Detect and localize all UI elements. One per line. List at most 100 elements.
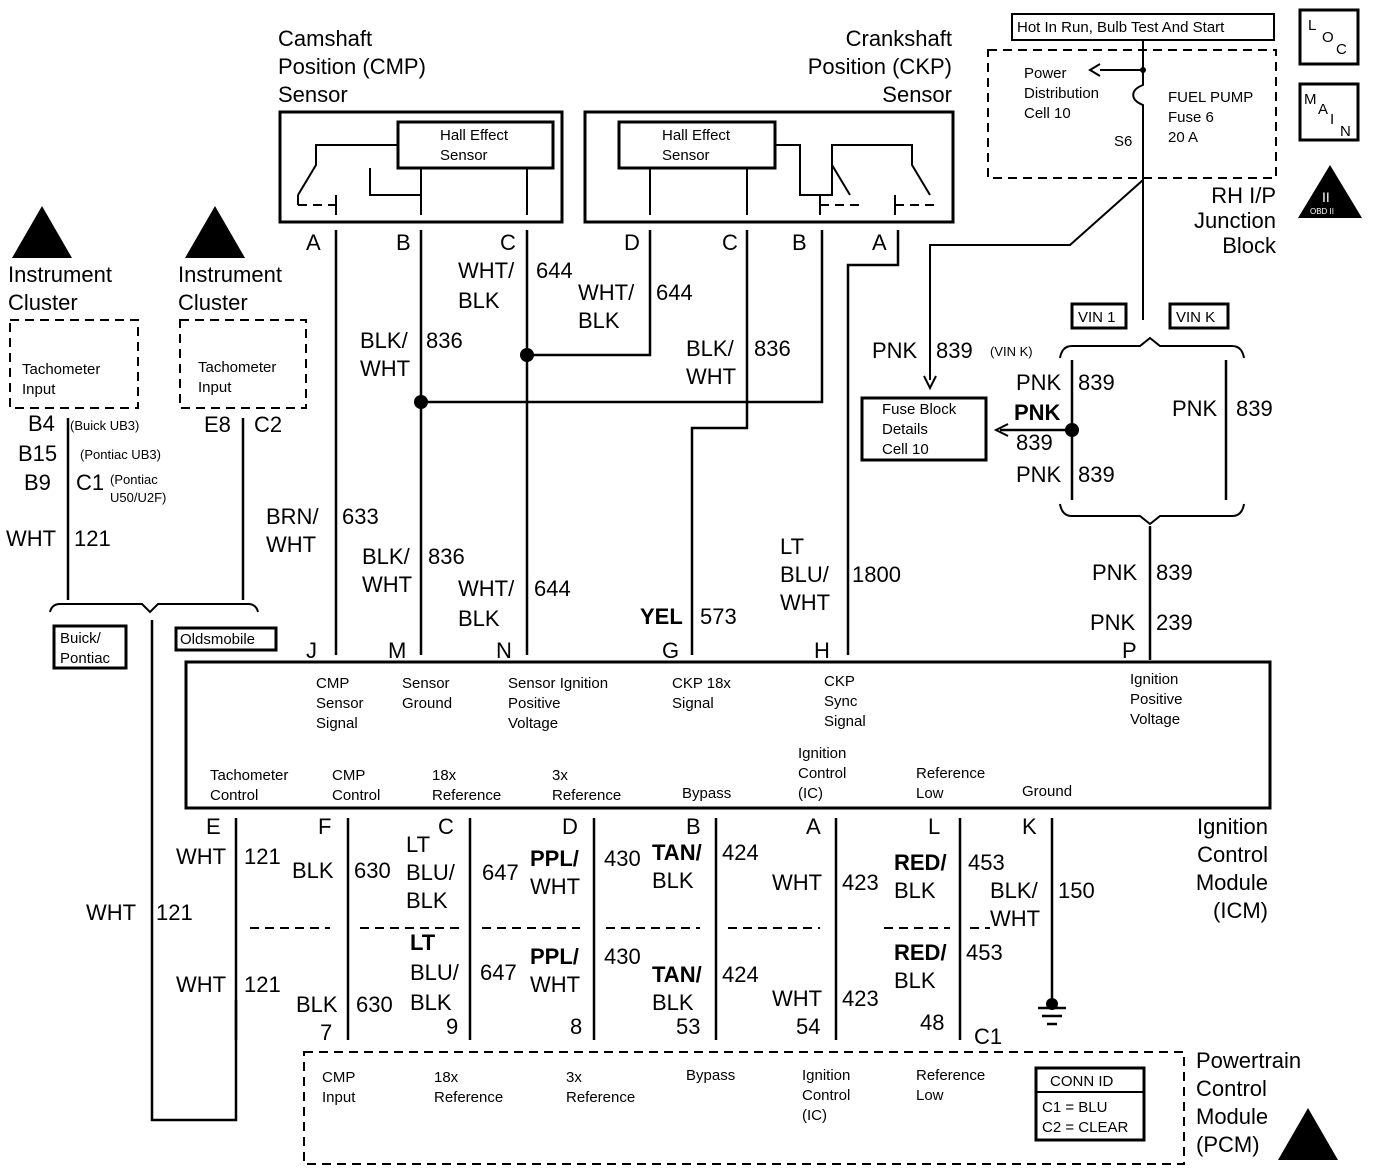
svg-text:I: I — [1330, 111, 1334, 128]
ckp-hall-1: Hall Effect — [662, 127, 731, 144]
svg-text:E: E — [206, 814, 221, 839]
svg-text:LT: LT — [406, 832, 430, 857]
svg-text:WHT/: WHT/ — [578, 280, 635, 305]
cmp-pin-a: A — [306, 230, 321, 255]
svg-text:Reference: Reference — [916, 765, 985, 782]
svg-text:Positive: Positive — [1130, 691, 1183, 708]
cmp-pin-b: B — [396, 230, 411, 255]
svg-text:Module: Module — [1196, 1104, 1268, 1129]
icm-pin-n: N — [496, 638, 512, 663]
svg-text:18x: 18x — [432, 767, 457, 784]
fuse-name: FUEL PUMP — [1168, 89, 1253, 106]
pcm-wires — [234, 818, 1066, 1040]
cmp-sensor-box — [278, 110, 564, 224]
svg-text:WHT: WHT — [266, 532, 316, 557]
cmp-switch — [297, 144, 398, 196]
pcm-wire-labels: WHT 121 WHT 121 WHT 121 BLK 630 BLK 630 … — [86, 832, 1095, 1017]
svg-text:839: 839 — [1016, 430, 1053, 455]
fuse-number: Fuse 6 — [1168, 109, 1214, 126]
svg-text:A: A — [806, 814, 821, 839]
svg-text:CMP: CMP — [316, 675, 349, 692]
svg-text:WHT: WHT — [990, 906, 1040, 931]
svg-text:Low: Low — [916, 785, 944, 802]
svg-text:239: 239 — [1156, 610, 1193, 635]
svg-text:Ignition: Ignition — [798, 745, 846, 762]
svg-text:Positive: Positive — [508, 695, 561, 712]
svg-text:RED/: RED/ — [894, 940, 947, 965]
svg-text:E8: E8 — [204, 412, 231, 437]
svg-text:53: 53 — [676, 1014, 700, 1039]
svg-text:839: 839 — [1078, 462, 1115, 487]
svg-text:BLK/: BLK/ — [686, 336, 735, 361]
ckp-title-2: Position (CKP) — [808, 54, 952, 79]
buick-pontiac-box: Buick/ Pontiac — [52, 624, 128, 670]
svg-text:CONN ID: CONN ID — [1050, 1073, 1114, 1090]
svg-text:Pontiac: Pontiac — [60, 650, 111, 667]
vin-boxes: VIN 1 VIN K — [1070, 302, 1230, 330]
svg-text:PPL/: PPL/ — [530, 846, 579, 871]
svg-text:Oldsmobile: Oldsmobile — [180, 631, 255, 648]
svg-text:430: 430 — [604, 846, 641, 871]
svg-text:WHT: WHT — [362, 572, 412, 597]
svg-text:B9: B9 — [24, 470, 51, 495]
svg-text:Low: Low — [916, 1087, 944, 1104]
oldsmobile-box: Oldsmobile — [174, 626, 278, 652]
svg-text:121: 121 — [244, 844, 281, 869]
svg-text:836: 836 — [428, 544, 465, 569]
svg-text:CKP 18x: CKP 18x — [672, 675, 731, 692]
icm-name: Ignition Control Module (ICM) — [1196, 814, 1268, 923]
svg-text:D: D — [562, 814, 578, 839]
svg-text:Voltage: Voltage — [508, 715, 558, 732]
pcm-module: CMP Input 18x Reference 3x Reference Byp… — [303, 1051, 1185, 1165]
svg-text:Control: Control — [210, 787, 258, 804]
svg-text:LT: LT — [780, 534, 804, 559]
sensor-wire-labels: WHT/ 644 BLK WHT/ 644 BLK BLK/ 836 WHT B… — [266, 258, 901, 631]
fuse-rating: 20 A — [1168, 129, 1198, 146]
svg-text:Signal: Signal — [672, 695, 714, 712]
svg-text:Tachometer: Tachometer — [22, 361, 100, 378]
svg-text:644: 644 — [534, 576, 571, 601]
option-brace — [49, 603, 259, 614]
svg-text:Instrument: Instrument — [178, 262, 282, 287]
svg-text:Instrument: Instrument — [8, 262, 112, 287]
svg-text:633: 633 — [342, 504, 379, 529]
svg-text:Details: Details — [882, 421, 928, 438]
junction-label-3: Block — [1222, 233, 1277, 258]
ckp-pin-c: C — [722, 230, 738, 255]
svg-text:Bypass: Bypass — [682, 785, 731, 802]
svg-text:TAN/: TAN/ — [652, 962, 702, 987]
power-dist-2: Distribution — [1024, 85, 1099, 102]
svg-text:423: 423 — [842, 986, 879, 1011]
svg-text:(ICM): (ICM) — [1213, 898, 1268, 923]
svg-text:(Buick UB3): (Buick UB3) — [70, 418, 139, 433]
svg-text:Control: Control — [332, 787, 380, 804]
svg-text:CKP: CKP — [824, 673, 855, 690]
svg-text:BLK: BLK — [458, 288, 500, 313]
svg-text:121: 121 — [244, 972, 281, 997]
svg-text:BLU/: BLU/ — [406, 860, 456, 885]
svg-text:Reference: Reference — [916, 1067, 985, 1084]
ckp-pin-b: B — [792, 230, 807, 255]
svg-text:B15: B15 — [18, 441, 57, 466]
svg-text:BLK: BLK — [894, 968, 936, 993]
cmp-hall-2: Sensor — [440, 147, 488, 164]
svg-text:WHT: WHT — [780, 590, 830, 615]
svg-text:121: 121 — [156, 900, 193, 925]
svg-text:Input: Input — [322, 1089, 356, 1106]
svg-text:Reference: Reference — [552, 787, 621, 804]
icm-pin-h: H — [814, 638, 830, 663]
svg-text:PNK: PNK — [872, 338, 918, 363]
wire-121-number: 121 — [74, 526, 111, 551]
svg-text:Buick/: Buick/ — [60, 630, 102, 647]
svg-text:PPL/: PPL/ — [530, 944, 579, 969]
fuse-block-box: Fuse Block Details Cell 10 — [860, 396, 988, 462]
sensor-wires — [334, 230, 900, 655]
junction-block: Hot In Run, Bulb Test And Start Power Di… — [923, 13, 1277, 391]
svg-text:B4: B4 — [28, 411, 55, 436]
svg-text:Ignition: Ignition — [1130, 671, 1178, 688]
instrument-cluster-left: Instrument Cluster Tachometer Input — [8, 262, 139, 409]
conn-id-box — [1034, 1066, 1146, 1142]
svg-text:573: 573 — [700, 604, 737, 629]
svg-text:630: 630 — [354, 858, 391, 883]
